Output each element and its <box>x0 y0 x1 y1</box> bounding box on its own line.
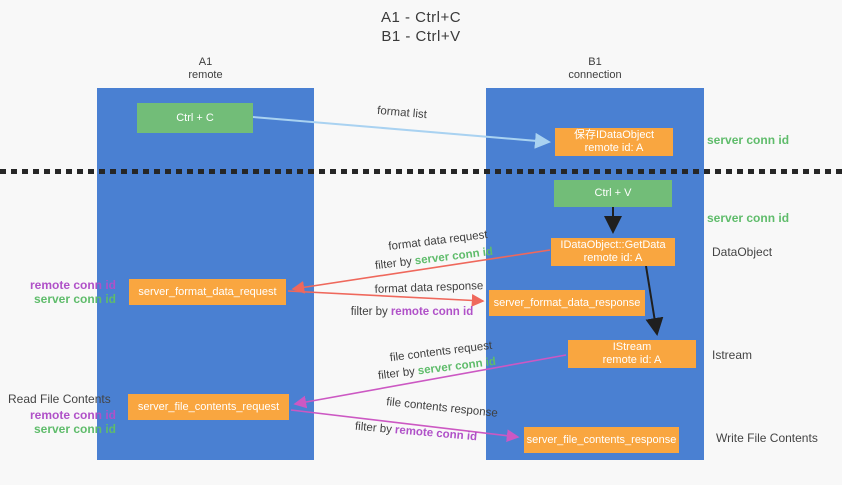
remote-conn-id-text: remote conn id <box>394 424 478 444</box>
node-ctrl-c-label: Ctrl + C <box>176 111 214 124</box>
node-save-idataobject: 保存IDataObject remote id: A <box>555 128 673 156</box>
label-conn-ids-format: remote conn id server conn id <box>10 278 116 306</box>
node-ctrl-v-label: Ctrl + V <box>594 187 632 199</box>
label-read-file-contents: Read File Contents <box>8 392 111 406</box>
label-server-conn-id-mid: server conn id <box>707 211 790 225</box>
page-title: A1 - Ctrl+C B1 - Ctrl+V <box>0 8 842 46</box>
filter-by-text: filter by <box>350 306 388 318</box>
node-server-file-contents-response: server_file_contents_response <box>524 427 679 453</box>
label-dataobject: DataObject <box>712 245 773 259</box>
node-save-idataobject-line2: remote id: A <box>584 142 644 154</box>
server-conn-id-label: server conn id <box>33 292 116 306</box>
remote-conn-id-label: remote conn id <box>29 278 116 292</box>
filter-by-text: filter by <box>354 420 393 436</box>
lane-header-b1: B1 connection <box>486 56 704 82</box>
node-server-file-contents-request: server_file_contents_request <box>128 394 289 420</box>
remote-conn-id-text: remote conn id <box>390 306 474 318</box>
node-format-response-label: server_format_data_response <box>493 296 641 309</box>
node-idataobject-getdata: IDataObject::GetData remote id: A <box>551 238 675 266</box>
node-file-request-label: server_file_contents_request <box>137 400 280 413</box>
session-divider-line <box>0 169 842 174</box>
label-istream: Istream <box>712 348 753 362</box>
lane-b1-role: connection <box>568 69 622 81</box>
lane-a1-name: A1 <box>198 56 213 68</box>
label-conn-ids-file: remote conn id server conn id <box>10 408 116 436</box>
server-conn-id-label: server conn id <box>33 422 116 436</box>
filter-by-text: filter by <box>374 255 413 273</box>
server-conn-id-text: server conn id <box>414 245 494 268</box>
title-line-2: B1 - Ctrl+V <box>381 28 461 45</box>
node-istream: IStream remote id: A <box>568 340 696 368</box>
label-server-conn-id-top: server conn id <box>707 133 790 147</box>
node-ctrl-v: Ctrl + V <box>554 180 672 207</box>
lane-a1-role: remote <box>188 69 223 81</box>
node-server-format-data-request: server_format_data_request <box>129 279 286 305</box>
label-format-data-response: format data response <box>374 280 484 296</box>
label-format-list: format list <box>376 104 428 122</box>
node-server-format-data-response: server_format_data_response <box>489 290 645 316</box>
lane-b1-name: B1 <box>588 56 602 68</box>
label-file-contents-response: file contents response <box>385 396 499 420</box>
filter-by-text: filter by <box>377 365 416 383</box>
node-file-response-label: server_file_contents_response <box>526 433 677 446</box>
node-istream-line2: remote id: A <box>602 354 662 366</box>
label-write-file-contents: Write File Contents <box>716 431 818 445</box>
remote-conn-id-label: remote conn id <box>29 408 116 422</box>
title-line-1: A1 - Ctrl+C <box>380 9 462 26</box>
node-save-idataobject-line1: 保存IDataObject <box>573 129 655 141</box>
node-format-request-label: server_format_data_request <box>138 285 277 298</box>
node-getdata-line1: IDataObject::GetData <box>560 239 666 251</box>
node-ctrl-c: Ctrl + C <box>137 103 253 133</box>
node-getdata-line2: remote id: A <box>583 252 643 264</box>
node-istream-line1: IStream <box>612 341 652 353</box>
lane-header-a1: A1 remote <box>97 56 314 82</box>
